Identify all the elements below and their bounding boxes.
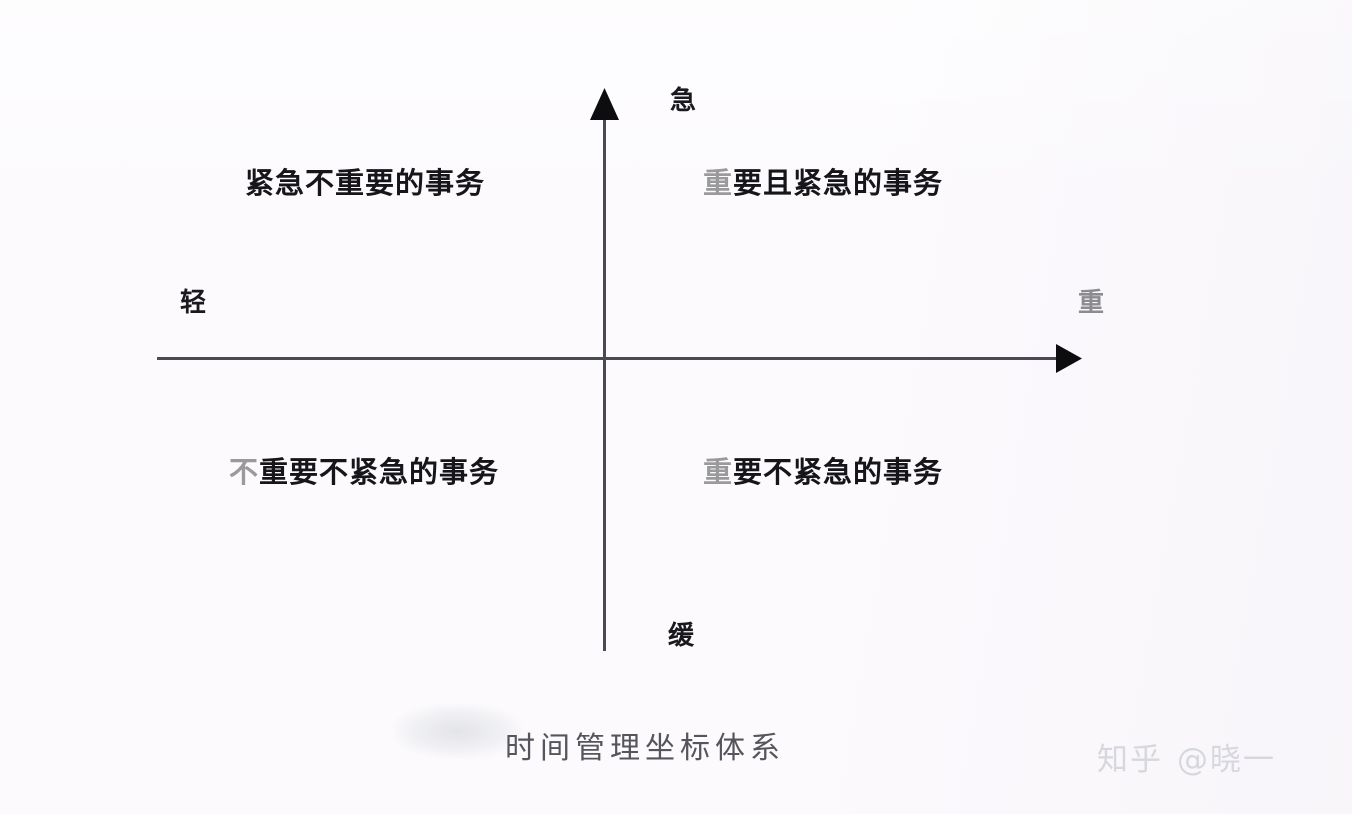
quadrant-label-bottom-left: 不重要不紧急的事务 (229, 455, 500, 489)
axis-label-top: 急 (670, 86, 697, 116)
axis-label-bottom: 缓 (668, 621, 695, 651)
quadrant-label-bottom-right: 重要不紧急的事务 (703, 455, 944, 489)
quadrant-label-top-right: 重要且紧急的事务 (703, 166, 944, 200)
up-arrowhead-icon (590, 88, 619, 120)
watermark-handle: @晓一 (1177, 742, 1276, 778)
diagram-caption: 时间管理坐标体系 (505, 731, 785, 766)
zhihu-watermark: 知乎 @晓一 (1097, 734, 1276, 779)
quadrant-label-top-left: 紧急不重要的事务 (245, 166, 486, 200)
axis-label-right: 重 (1078, 288, 1105, 318)
axis-label-left: 轻 (180, 288, 207, 318)
right-arrowhead-icon (1056, 344, 1082, 373)
watermark-site: 知乎 (1097, 742, 1163, 778)
